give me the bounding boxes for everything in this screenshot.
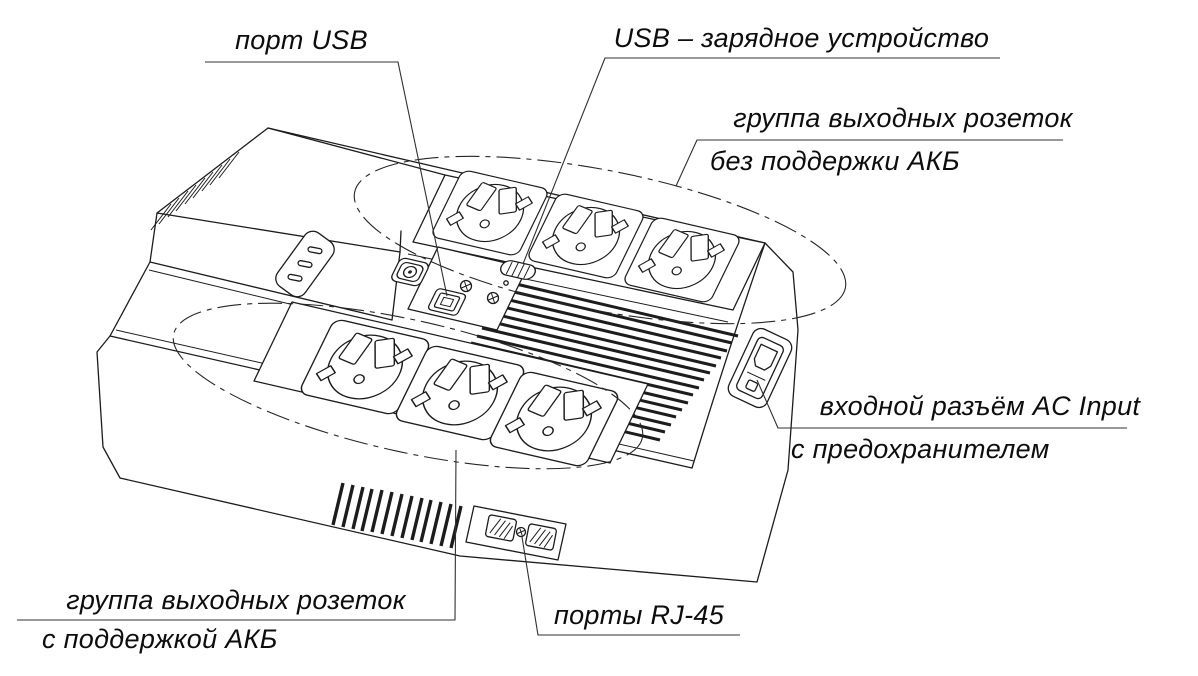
label-outlets-battery-line1: группа выходных розеток: [66, 585, 406, 615]
screw: [459, 279, 473, 293]
led-indicator: [503, 280, 509, 286]
label-outlets-no-battery-line1: группа выходных розеток: [733, 103, 1073, 133]
group-marker-no-battery: [353, 155, 847, 325]
group-marker-battery: [172, 302, 644, 470]
label-ac-input-line2: с предохранителем: [791, 434, 1050, 464]
leader-ac-input: [756, 379, 1127, 429]
rj45-panel: [465, 505, 567, 561]
label-outlets-battery-line2: с поддержкой АКБ: [42, 624, 278, 654]
label-usb-charger: USB – зарядное устройство: [613, 23, 990, 53]
label-rj45: порты RJ-45: [553, 600, 725, 630]
screw: [486, 291, 500, 305]
label-usb-port: порт USB: [235, 25, 368, 55]
indicator-panel: [275, 230, 335, 298]
leader-no-battery: [675, 139, 1063, 187]
leader-rj45: [521, 536, 740, 636]
ac-inlet: [727, 327, 793, 409]
leader-usb-charger: [522, 57, 1000, 265]
leader-usb-port: [205, 61, 448, 297]
usb-charger-port: [500, 260, 536, 280]
callout-leaders: [17, 57, 1127, 636]
rj45-jack: [484, 513, 518, 543]
control-panel: [407, 246, 536, 331]
ups-device: [96, 127, 799, 583]
label-outlets-no-battery-line2: без поддержки АКБ: [710, 146, 960, 176]
right-face-edge: [691, 242, 766, 469]
rj45-jack: [524, 522, 558, 552]
power-button: [391, 257, 429, 287]
battery-cover-strip: [148, 151, 402, 329]
side-vent-ribs: [150, 151, 240, 231]
screw: [515, 526, 527, 538]
front-vent-slots: [331, 482, 463, 549]
label-ac-input-line1: входной разъём AC Input: [819, 391, 1141, 421]
usb-data-port: [427, 288, 467, 316]
leader-battery: [17, 449, 457, 621]
